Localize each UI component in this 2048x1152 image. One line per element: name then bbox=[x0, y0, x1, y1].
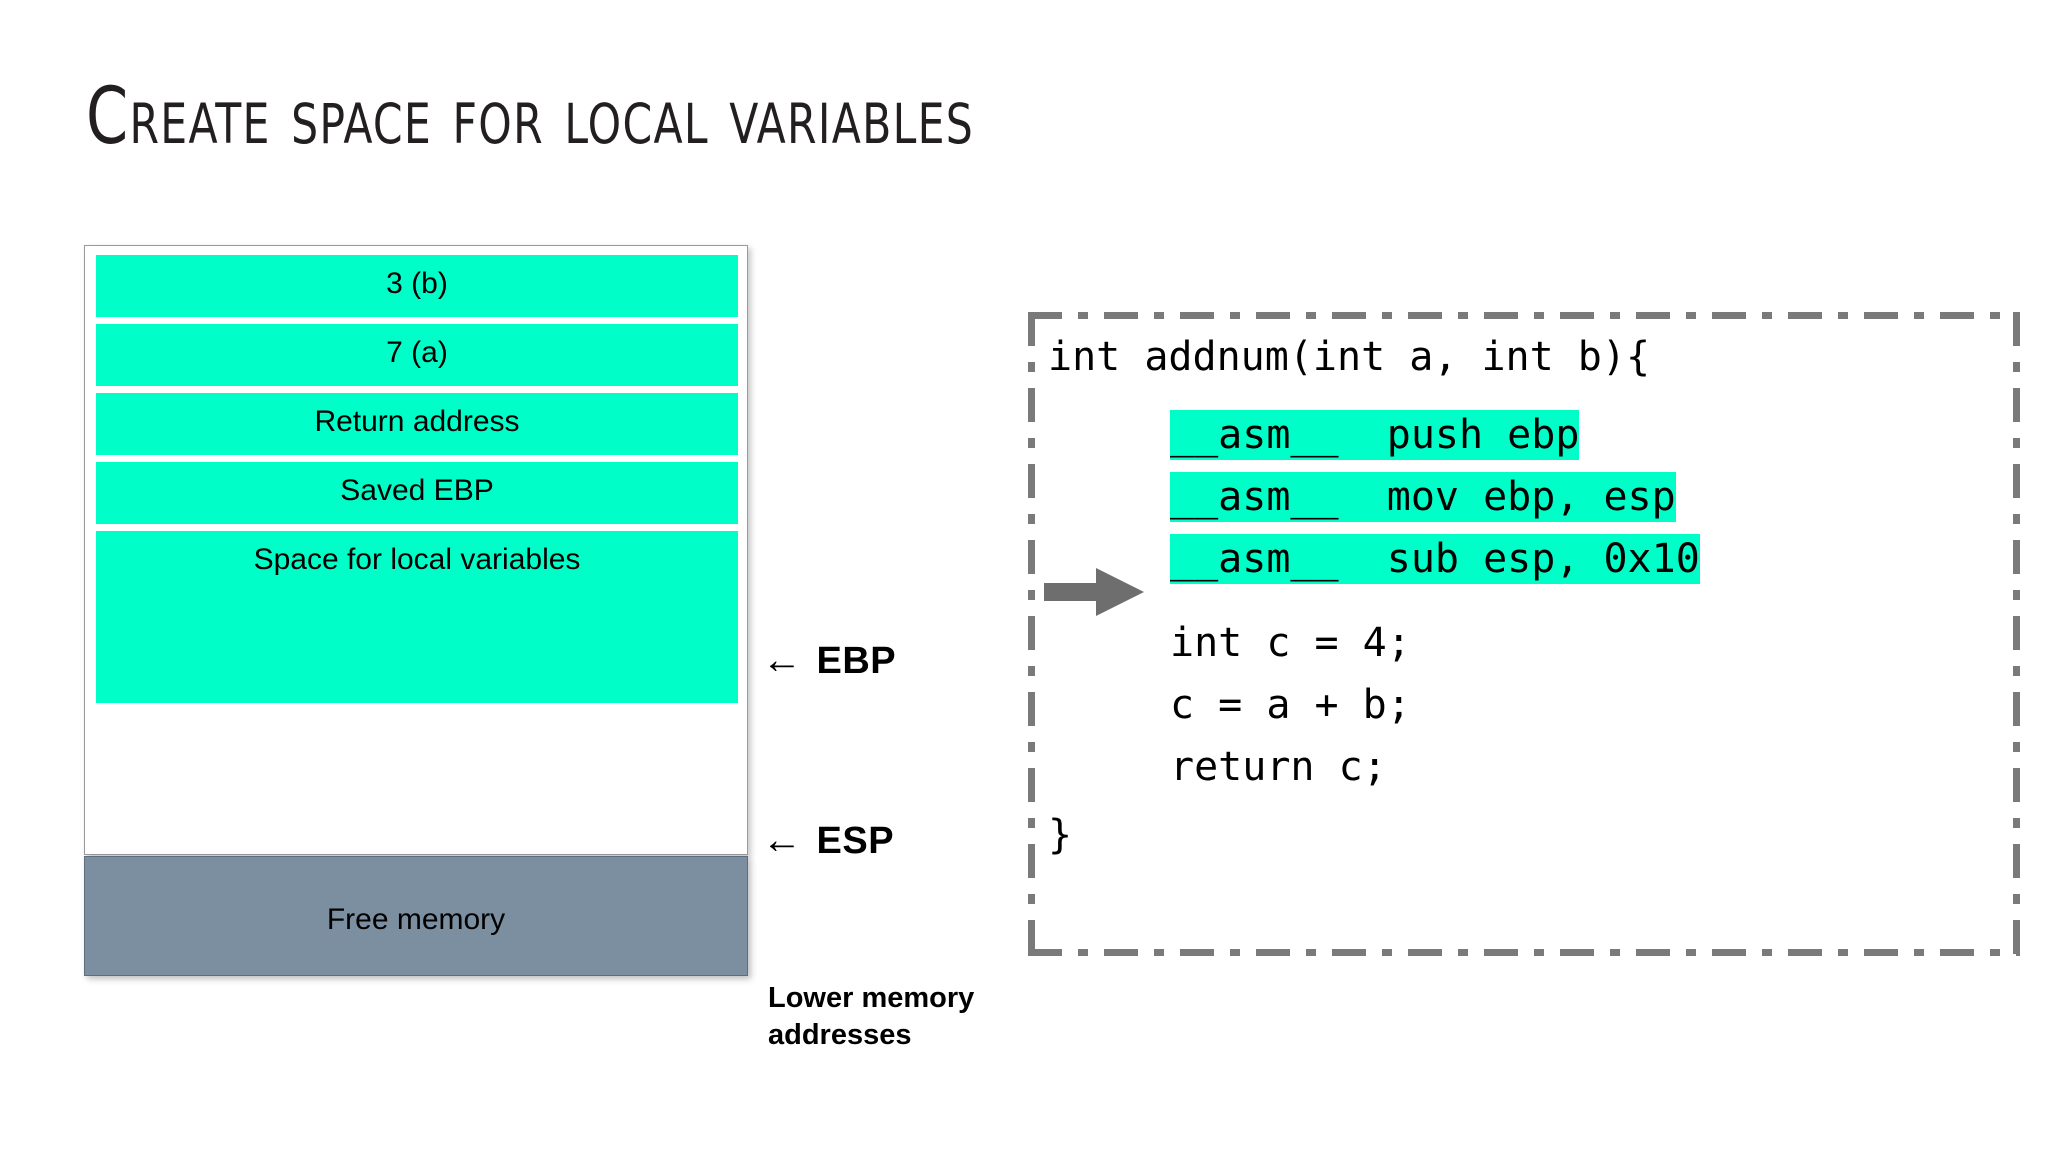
code-line-closing-brace: } bbox=[1048, 812, 1073, 858]
code-highlight: __asm__ mov ebp, esp bbox=[1170, 472, 1676, 522]
stack-row-label: 3 (b) bbox=[386, 267, 448, 300]
code-line-signature: int addnum(int a, int b){ bbox=[1048, 334, 1651, 380]
pointer-esp-label: ESP bbox=[816, 820, 895, 862]
code-line-asm-mov: __asm__ mov ebp, esp bbox=[1170, 472, 1676, 522]
stack-row-label: 7 (a) bbox=[386, 336, 448, 369]
code-line-asm-sub: __asm__ sub esp, 0x10 bbox=[1170, 534, 1700, 584]
stack-row-arg-b: 3 (b) bbox=[96, 255, 738, 317]
stack-rows: 3 (b) 7 (a) Return address Saved EBP Spa… bbox=[96, 255, 738, 851]
left-arrow-icon: ← bbox=[762, 818, 803, 862]
pointer-arrow-icon bbox=[1044, 568, 1144, 616]
stack-row-label: Saved EBP bbox=[340, 474, 494, 507]
stack-row-label: Space for local variables bbox=[253, 543, 581, 576]
stack-diagram: 3 (b) 7 (a) Return address Saved EBP Spa… bbox=[84, 245, 748, 855]
code-line-c-assign: c = a + b; bbox=[1170, 682, 1411, 728]
lower-memory-addresses-label: Lower memory addresses bbox=[768, 982, 975, 1052]
pointer-ebp: ← EBP bbox=[762, 638, 896, 683]
code-highlight: __asm__ push ebp bbox=[1170, 410, 1580, 460]
page-title: Create space for local variables bbox=[86, 72, 975, 162]
code-line-return: return c; bbox=[1170, 744, 1387, 790]
stack-row-saved-ebp: Saved EBP bbox=[96, 462, 738, 524]
code-line-int-c: int c = 4; bbox=[1170, 620, 1411, 666]
stack-row-arg-a: 7 (a) bbox=[96, 324, 738, 386]
code-highlight: __asm__ sub esp, 0x10 bbox=[1170, 534, 1700, 584]
pointer-ebp-label: EBP bbox=[816, 640, 897, 682]
stack-row-local-variables: Space for local variables bbox=[96, 531, 738, 703]
left-arrow-icon: ← bbox=[762, 638, 803, 682]
free-memory-block: Free memory bbox=[84, 856, 748, 976]
code-line-asm-push: __asm__ push ebp bbox=[1170, 410, 1580, 460]
free-memory-label: Free memory bbox=[326, 903, 506, 936]
stack-row-return-address: Return address bbox=[96, 393, 738, 455]
code-panel: int addnum(int a, int b){ __asm__ push e… bbox=[1048, 322, 2008, 935]
stack-row-label: Return address bbox=[314, 405, 520, 438]
pointer-esp: ← ESP bbox=[762, 818, 894, 863]
